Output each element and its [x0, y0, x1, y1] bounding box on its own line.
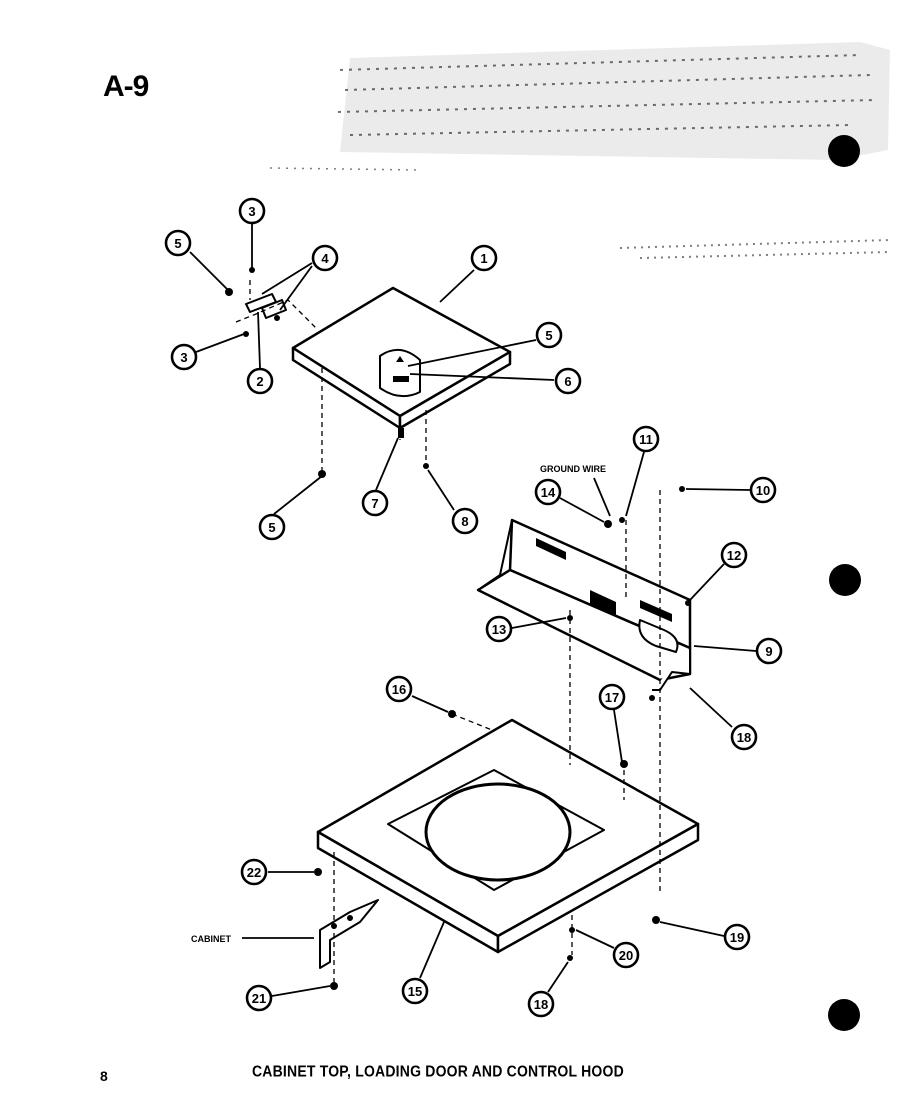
callout-13: 13	[485, 615, 513, 643]
callout-number: 9	[765, 644, 772, 659]
cabinet-bracket	[319, 899, 379, 969]
hardware	[243, 267, 691, 990]
callout-number: 21	[252, 991, 266, 1006]
callout-16: 16	[385, 675, 413, 703]
callout-5-lower: 5	[258, 513, 286, 541]
callout-number: 5	[268, 520, 275, 535]
callout-number: 16	[392, 682, 406, 697]
loading-door	[291, 286, 512, 430]
callout-number: 3	[180, 350, 187, 365]
binder-hole-bottom	[828, 999, 860, 1031]
binder-hole-middle	[829, 564, 861, 596]
cabinet-note: CABINET	[191, 934, 232, 944]
callout-9: 9	[755, 637, 783, 665]
callout-3-top: 3	[238, 197, 266, 225]
callout-20: 20	[612, 941, 640, 969]
callout-6: 6	[554, 367, 582, 395]
callout-number: 5	[545, 328, 552, 343]
callout-number: 2	[256, 374, 263, 389]
scan-noise	[269, 42, 891, 259]
callout-number: 6	[564, 374, 571, 389]
callout-18-hood: 18	[730, 723, 758, 751]
callout-number: 20	[619, 948, 633, 963]
callout-number: 15	[408, 984, 422, 999]
callout-number: 1	[480, 251, 487, 266]
callout-3-left: 3	[170, 343, 198, 371]
callout-number: 4	[321, 251, 329, 266]
callout-number: 18	[737, 730, 751, 745]
callout-22: 22	[240, 858, 268, 886]
leader-lines	[189, 224, 757, 997]
callout-7: 7	[361, 489, 389, 517]
assembly-lines	[321, 368, 661, 985]
callout-19: 19	[723, 923, 751, 951]
callout-4: 4	[311, 244, 339, 272]
callout-5-door: 5	[535, 321, 563, 349]
callout-number: 8	[461, 514, 468, 529]
callout-12: 12	[720, 541, 748, 569]
callout-15: 15	[401, 977, 429, 1005]
callout-10: 10	[749, 476, 777, 504]
callout-14: 14	[534, 478, 562, 506]
control-hood	[476, 518, 692, 691]
callout-number: 13	[492, 622, 506, 637]
callout-11: 11	[632, 425, 660, 453]
callout-number: 5	[174, 236, 181, 251]
ground-wire-note: GROUND WIRE	[540, 464, 606, 474]
callout-8: 8	[451, 507, 479, 535]
figure-caption: CABINET TOP, LOADING DOOR AND CONTROL HO…	[252, 1062, 624, 1080]
callout-17: 17	[598, 683, 626, 711]
binder-hole-top	[828, 135, 860, 167]
callout-21: 21	[245, 984, 273, 1012]
callout-5-hinge: 5	[164, 229, 192, 257]
callout-number: 10	[756, 483, 770, 498]
callout-number: 3	[248, 204, 255, 219]
page-number: 8	[100, 1068, 108, 1084]
callout-number: 18	[534, 997, 548, 1012]
callout-number: 22	[247, 865, 261, 880]
callout-number: 19	[730, 930, 744, 945]
cabinet-top	[316, 718, 700, 954]
sheet-label: A-9	[103, 70, 149, 103]
callout-number: 11	[639, 432, 653, 447]
callout-number: 14	[541, 485, 556, 500]
callout-18-cabinet: 18	[527, 990, 555, 1018]
callout-number: 17	[605, 690, 619, 705]
callout-number: 7	[371, 496, 378, 511]
callout-1: 1	[470, 244, 498, 272]
callout-2: 2	[246, 367, 274, 395]
callout-number: 12	[727, 548, 741, 563]
